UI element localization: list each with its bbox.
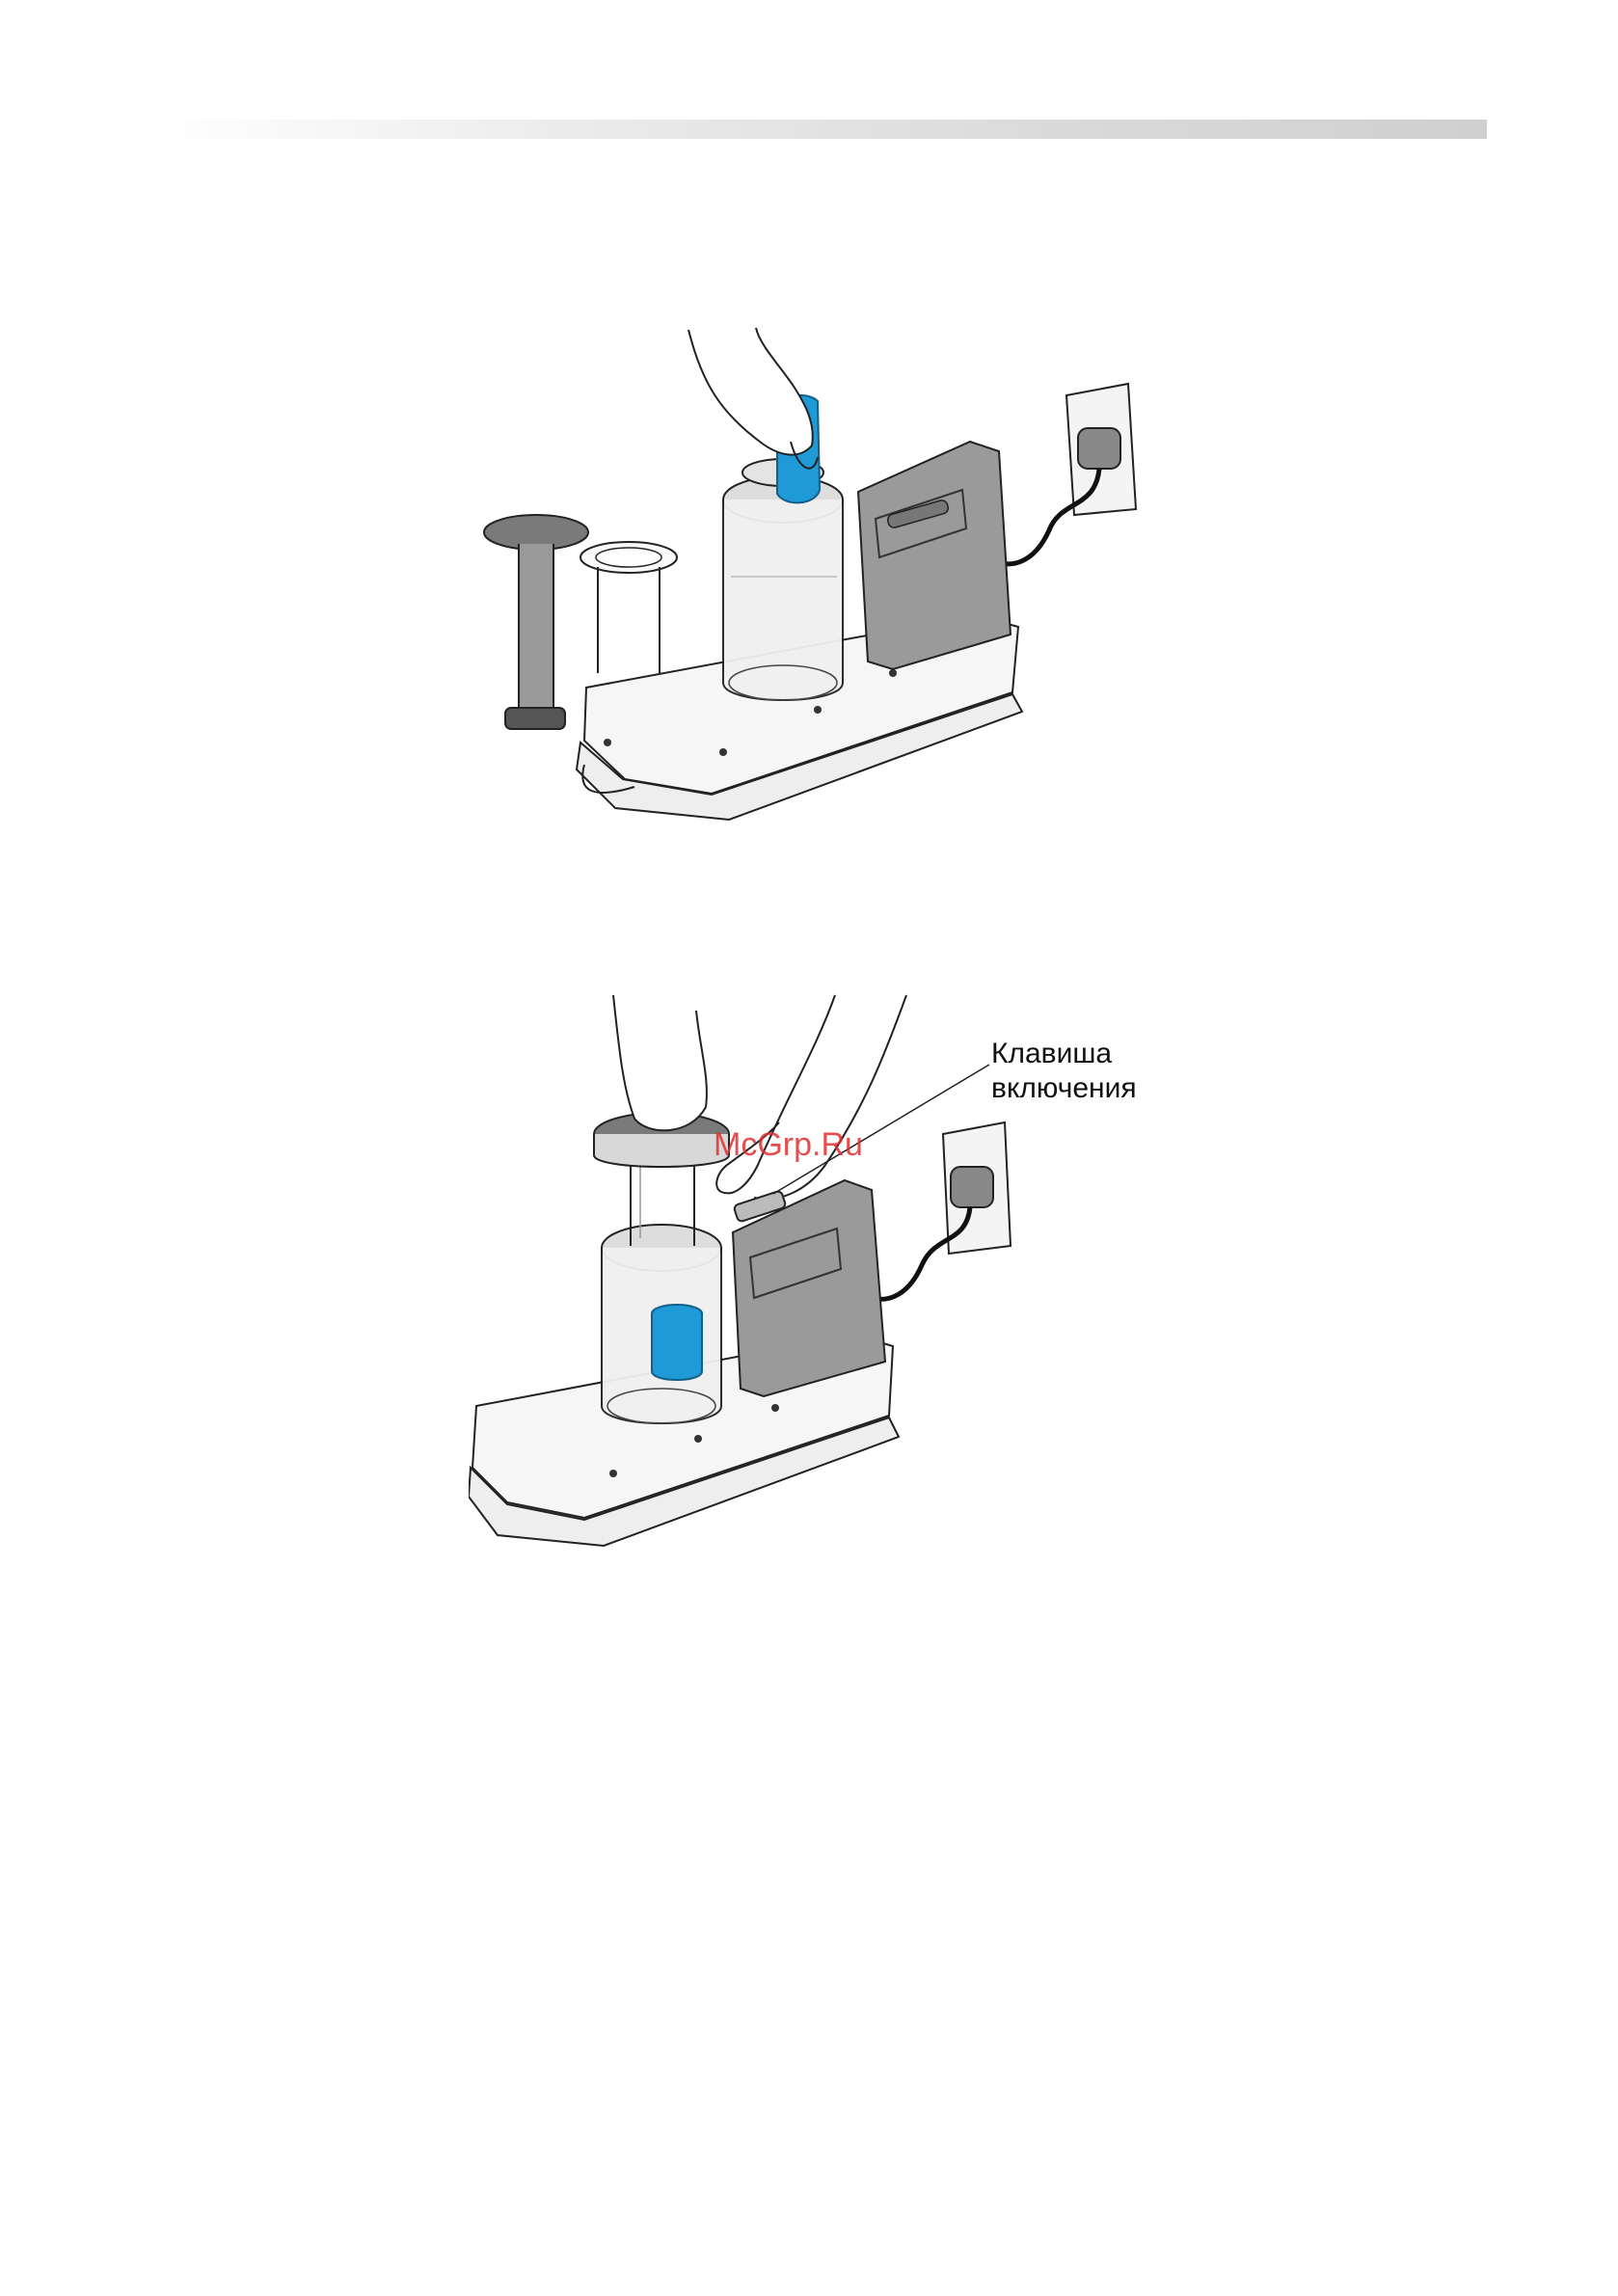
- figure-loading-food: [471, 326, 1173, 858]
- food-item-icon: [652, 1305, 702, 1380]
- header-bar: [154, 120, 1487, 139]
- feed-tube-icon: [580, 542, 677, 673]
- hand-icon: [688, 328, 818, 469]
- watermark: McGrp.Ru: [714, 1126, 926, 1164]
- hands-icon: [613, 995, 906, 1200]
- plunger-icon: [484, 515, 588, 729]
- callout-line-1: Клавиша: [991, 1037, 1194, 1071]
- callout-line-2: включения: [991, 1071, 1194, 1106]
- shredder-illustration-1: [471, 326, 1173, 858]
- power-switch-callout: Клавиша включения: [991, 1037, 1194, 1106]
